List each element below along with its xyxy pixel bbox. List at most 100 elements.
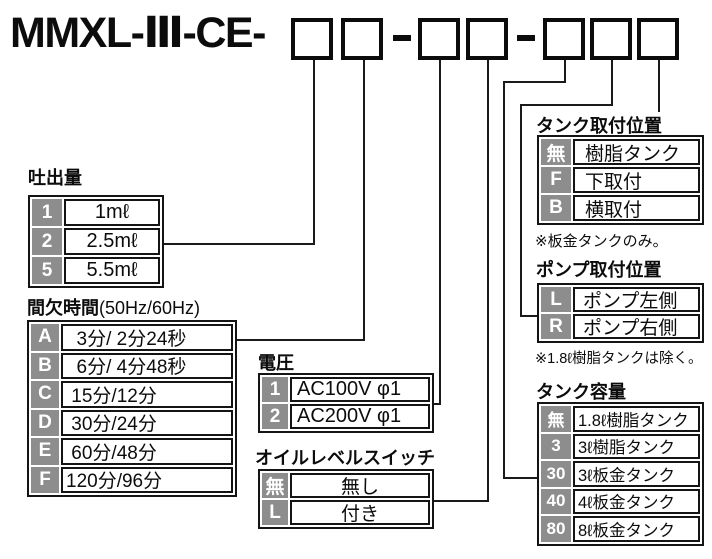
- code-key-cell: L: [541, 287, 571, 312]
- code-separator-dash: [517, 35, 535, 41]
- value-cell: 5.5mℓ: [64, 257, 160, 284]
- code-key-cell: 40: [541, 488, 571, 514]
- value-cell: 樹脂タンク: [573, 139, 700, 165]
- value-cell: 30分/24分: [61, 409, 233, 436]
- section-title-discharge: 吐出量: [28, 168, 82, 188]
- connector-line-discharge: [160, 243, 315, 245]
- tank-mount-note: ※板金タンクのみ。: [535, 233, 668, 250]
- connector-line-oil-level-switch: [487, 60, 489, 502]
- table-row: 無無し: [262, 473, 430, 498]
- table-row: D 30分/24分: [31, 409, 233, 436]
- connector-line-tank-capacity: [503, 81, 566, 83]
- code-key-cell: 1: [262, 377, 288, 402]
- model-prefix-title: MMXL-Ⅲ-CE-: [10, 9, 266, 57]
- connector-line-interval: [363, 60, 365, 341]
- value-cell: 4ℓ板金タンク: [573, 488, 700, 514]
- value-cell: 横取付: [573, 195, 700, 221]
- code-box-3: [418, 18, 460, 60]
- code-box-5: [543, 18, 585, 60]
- section-title-tank-mount: タンク取付位置: [536, 116, 662, 136]
- connector-line-tank-capacity: [503, 81, 505, 479]
- value-cell: ポンプ右側: [573, 314, 700, 339]
- code-key-cell: D: [31, 409, 59, 436]
- code-separator-dash: [393, 35, 411, 41]
- table-row: B 6分/ 4分48秒: [31, 352, 233, 379]
- code-key-cell: 1: [32, 199, 62, 226]
- value-cell: 3ℓ板金タンク: [573, 461, 700, 487]
- code-key-cell: 無: [541, 139, 571, 165]
- code-box-4: [466, 18, 508, 60]
- value-cell: 60分/48分: [61, 438, 233, 465]
- table-row: 無樹脂タンク: [541, 139, 700, 165]
- value-cell: 1mℓ: [64, 199, 160, 226]
- section-title-pump-mount: ポンプ取付位置: [536, 260, 662, 280]
- value-cell: 3分/ 2分24秒: [61, 324, 233, 351]
- value-cell: 6分/ 4分48秒: [61, 352, 233, 379]
- value-cell: 付き: [290, 500, 430, 525]
- connector-line-tank-mount: [658, 60, 660, 112]
- code-key-cell: C: [31, 381, 59, 408]
- code-key-cell: 無: [262, 473, 288, 498]
- code-key-cell: B: [541, 195, 571, 221]
- code-key-cell: 5: [32, 257, 62, 284]
- connector-line-pump-mount: [611, 60, 613, 106]
- section-title-voltage: 電圧: [258, 353, 294, 373]
- connector-line-pump-mount: [520, 104, 522, 317]
- code-key-cell: R: [541, 314, 571, 339]
- connector-line-tank-capacity: [564, 60, 566, 83]
- code-key-cell: L: [262, 500, 288, 525]
- code-key-cell: 30: [541, 461, 571, 487]
- connector-line-interval: [235, 339, 365, 341]
- connector-line-pump-mount: [520, 104, 613, 106]
- value-cell: 1.8ℓ樹脂タンク: [573, 406, 700, 432]
- code-key-cell: 3: [541, 433, 571, 459]
- table-row: C 15分/12分: [31, 381, 233, 408]
- value-cell: ポンプ左側: [573, 287, 700, 312]
- connector-line-voltage: [428, 403, 441, 405]
- value-cell: 15分/12分: [61, 381, 233, 408]
- connector-line-voltage: [439, 60, 441, 405]
- value-cell: 3ℓ樹脂タンク: [573, 433, 700, 459]
- table-row: E 60分/48分: [31, 438, 233, 465]
- code-key-cell: B: [31, 352, 59, 379]
- section-title-interval-suffix: (50Hz/60Hz): [99, 298, 201, 318]
- value-cell: 2.5mℓ: [64, 228, 160, 255]
- value-cell: 120分/96分: [61, 466, 233, 493]
- section-title-oil-level-switch: オイルレベルスイッチ: [255, 448, 435, 468]
- code-key-cell: 2: [32, 228, 62, 255]
- section-title-interval-main: 間欠時間: [27, 298, 99, 318]
- value-cell: 下取付: [573, 167, 700, 193]
- value-cell: 無し: [290, 473, 430, 498]
- value-cell: 8ℓ板金タンク: [573, 516, 700, 542]
- connector-line-discharge: [313, 60, 315, 245]
- value-cell: AC200V φ1: [290, 404, 430, 429]
- connector-line-tank-capacity: [503, 477, 538, 479]
- value-cell: AC100V φ1: [290, 377, 430, 402]
- connector-line-oil-level-switch: [428, 500, 489, 502]
- code-key-cell: A: [31, 324, 59, 351]
- pump-mount-note: ※1.8ℓ樹脂タンクは除く。: [535, 351, 703, 367]
- section-title-tank-capacity: タンク容量: [536, 382, 626, 402]
- code-key-cell: F: [541, 167, 571, 193]
- code-key-cell: 80: [541, 516, 571, 542]
